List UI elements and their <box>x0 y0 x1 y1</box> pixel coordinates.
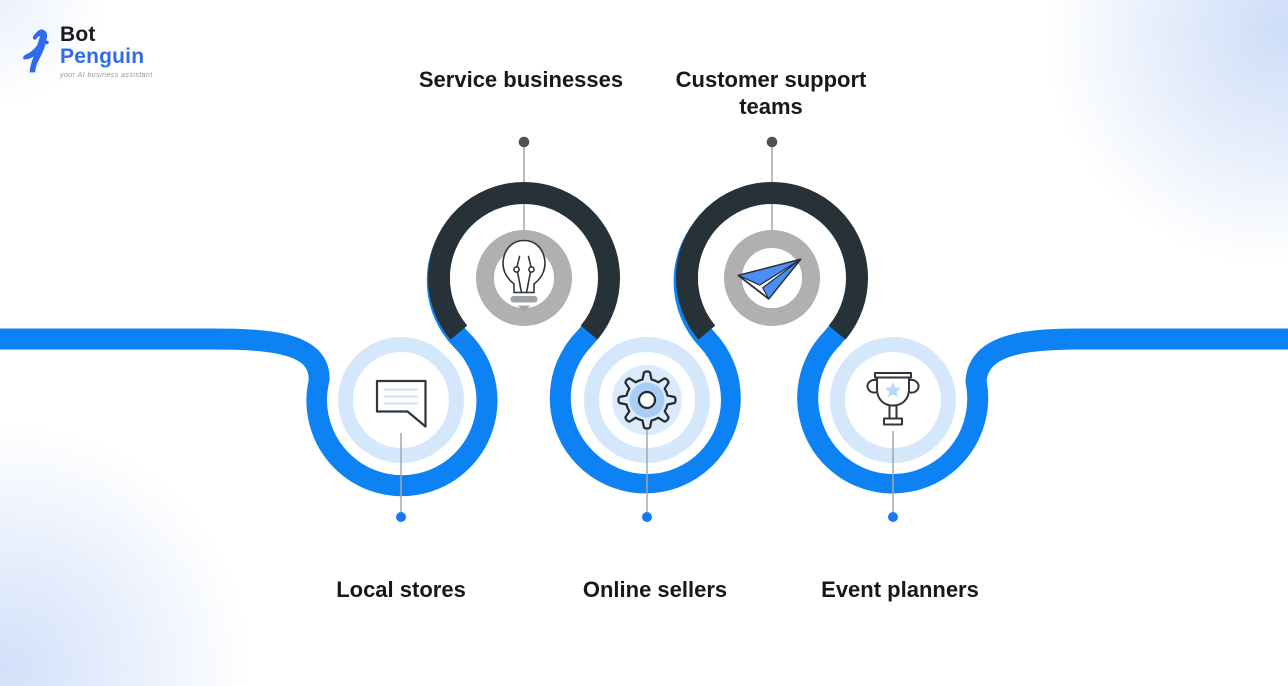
connectors <box>400 147 894 512</box>
top-dot-support <box>766 136 778 148</box>
trophy-icon <box>866 372 920 426</box>
gear-icon <box>617 370 677 430</box>
dark-ring-service <box>428 182 620 340</box>
top-dot-service <box>518 136 530 148</box>
bottom-dot-event <box>888 512 898 522</box>
logo-brand-top: Bot <box>60 23 96 46</box>
botpenguin-logo: Bot Penguin your AI business assistant <box>20 24 153 79</box>
label-event-planners: Event planners <box>821 577 979 602</box>
bottom-dot-local <box>396 512 406 522</box>
lightbulb-icon <box>502 239 546 312</box>
dark-ring-support <box>676 182 868 340</box>
paper-plane-icon <box>737 258 802 300</box>
logo-tagline: your AI business assistant <box>60 72 153 79</box>
label-online-sellers: Online sellers <box>582 577 728 602</box>
chat-message-icon <box>375 379 427 428</box>
bottom-dot-online <box>642 512 652 522</box>
logo-brand-bottom: Penguin <box>60 45 145 68</box>
trophy-star <box>884 382 902 398</box>
label-customer-support-teams: Customer support teams <box>675 67 867 119</box>
label-local-stores: Local stores <box>336 577 466 602</box>
connector-dots <box>396 136 898 522</box>
ribbon-path <box>0 185 1288 497</box>
penguin-icon <box>23 29 49 73</box>
label-service-businesses: Service businesses <box>418 67 624 92</box>
